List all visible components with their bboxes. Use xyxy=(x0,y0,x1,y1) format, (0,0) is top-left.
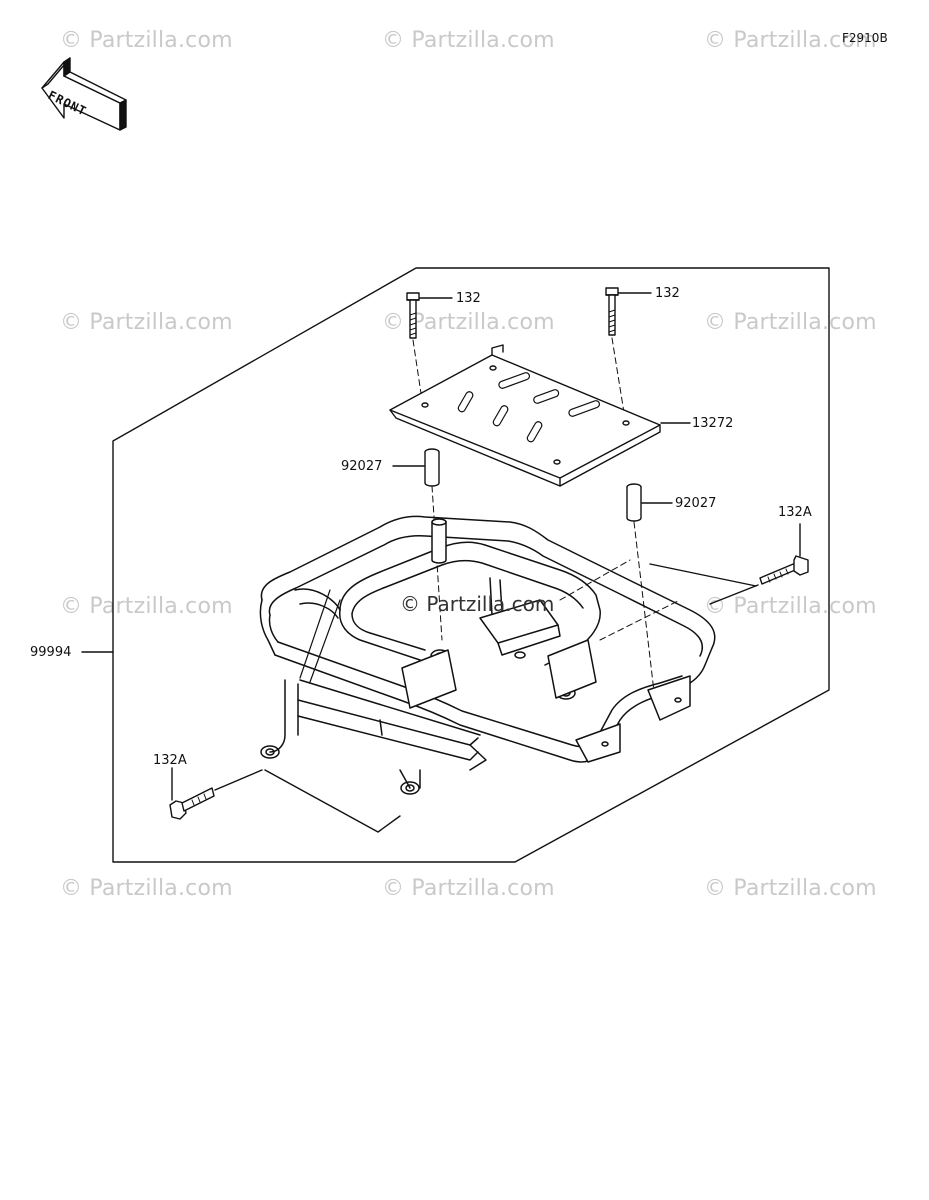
part-label-13272: 13272 xyxy=(692,416,734,431)
watermark: © Partzilla.com xyxy=(704,310,877,335)
part-label-132A-right: 132A xyxy=(778,505,812,520)
watermark: © Partzilla.com xyxy=(60,28,233,53)
bolt-right-icon xyxy=(605,287,619,336)
part-label-92027-left: 92027 xyxy=(341,459,383,474)
bolt-side-left-icon xyxy=(169,787,215,820)
part-label-132A-left: 132A xyxy=(153,753,187,768)
collar-right-icon xyxy=(626,483,642,522)
center-watermark: © Partzilla.com xyxy=(400,592,555,616)
part-label-92027-right: 92027 xyxy=(675,496,717,511)
figure-code: F2910B xyxy=(842,31,888,45)
mounting-plate xyxy=(389,344,661,487)
watermark: © Partzilla.com xyxy=(704,594,877,619)
watermark: © Partzilla.com xyxy=(704,28,877,53)
watermark: © Partzilla.com xyxy=(60,876,233,901)
part-label-99994: 99994 xyxy=(30,645,72,660)
watermark: © Partzilla.com xyxy=(60,594,233,619)
part-label-132-left: 132 xyxy=(456,291,481,306)
watermark: © Partzilla.com xyxy=(60,310,233,335)
bolt-left-icon xyxy=(406,292,420,339)
watermark: © Partzilla.com xyxy=(382,876,555,901)
front-arrow-icon xyxy=(41,57,127,131)
bolt-side-right-icon xyxy=(759,555,809,585)
assembly-outline xyxy=(112,267,830,863)
watermark: © Partzilla.com xyxy=(704,876,877,901)
watermark: © Partzilla.com xyxy=(382,28,555,53)
collar-left-icon xyxy=(424,448,440,487)
part-label-132-right: 132 xyxy=(655,286,680,301)
carrier-rack xyxy=(259,515,716,795)
